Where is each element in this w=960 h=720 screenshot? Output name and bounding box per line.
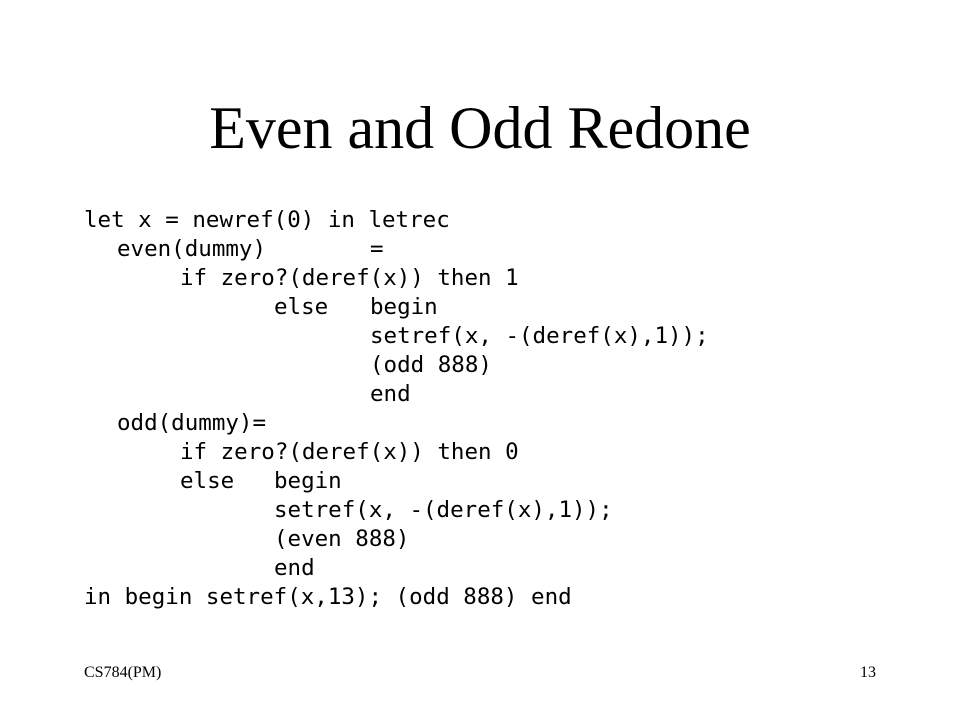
code-text: end <box>370 381 411 407</box>
code-text: in begin setref(x,13); (odd 888) end <box>84 584 572 610</box>
code-text: odd(dummy)= <box>117 410 267 436</box>
code-text: (odd 888) <box>370 352 492 378</box>
code-line-3: if zero?(deref(x)) then 1 <box>84 264 519 293</box>
code-text: setref(x, -(deref(x),1)); <box>274 497 613 523</box>
code-text: else <box>180 468 235 494</box>
code-text: end <box>274 555 315 581</box>
code-line-13: end <box>84 554 315 583</box>
code-text: let x = newref(0) in letrec <box>84 207 450 233</box>
code-line-4: else begin <box>84 293 438 322</box>
code-line-12: (even 888) <box>84 525 409 554</box>
code-block: let x = newref(0) in letrec even(dummy) … <box>84 206 709 612</box>
code-text: if zero?(deref(x)) then 1 <box>180 265 519 291</box>
code-text: begin <box>370 294 438 320</box>
code-text: = <box>370 236 384 262</box>
code-line-10: else begin <box>84 467 342 496</box>
code-text: setref(x, -(deref(x),1)); <box>370 323 709 349</box>
code-line-11: setref(x, -(deref(x),1)); <box>84 496 613 525</box>
code-line-6: (odd 888) <box>84 351 492 380</box>
code-line-8: odd(dummy)= <box>84 409 266 438</box>
code-text: even(dummy) <box>117 236 267 262</box>
footer-course-label: CS784(PM) <box>84 664 162 681</box>
code-line-9: if zero?(deref(x)) then 0 <box>84 438 519 467</box>
page-number: 13 <box>860 664 876 681</box>
code-text: begin <box>274 468 342 494</box>
slide-title: Even and Odd Redone <box>209 95 751 161</box>
code-text: else <box>274 294 329 320</box>
code-line-14: in begin setref(x,13); (odd 888) end <box>84 583 572 612</box>
code-line-2: even(dummy) = <box>84 235 384 264</box>
code-text: (even 888) <box>274 526 410 552</box>
code-line-1: let x = newref(0) in letrec <box>84 206 450 235</box>
code-line-7: end <box>84 380 411 409</box>
code-text: if zero?(deref(x)) then 0 <box>180 439 519 465</box>
code-line-5: setref(x, -(deref(x),1)); <box>84 322 709 351</box>
